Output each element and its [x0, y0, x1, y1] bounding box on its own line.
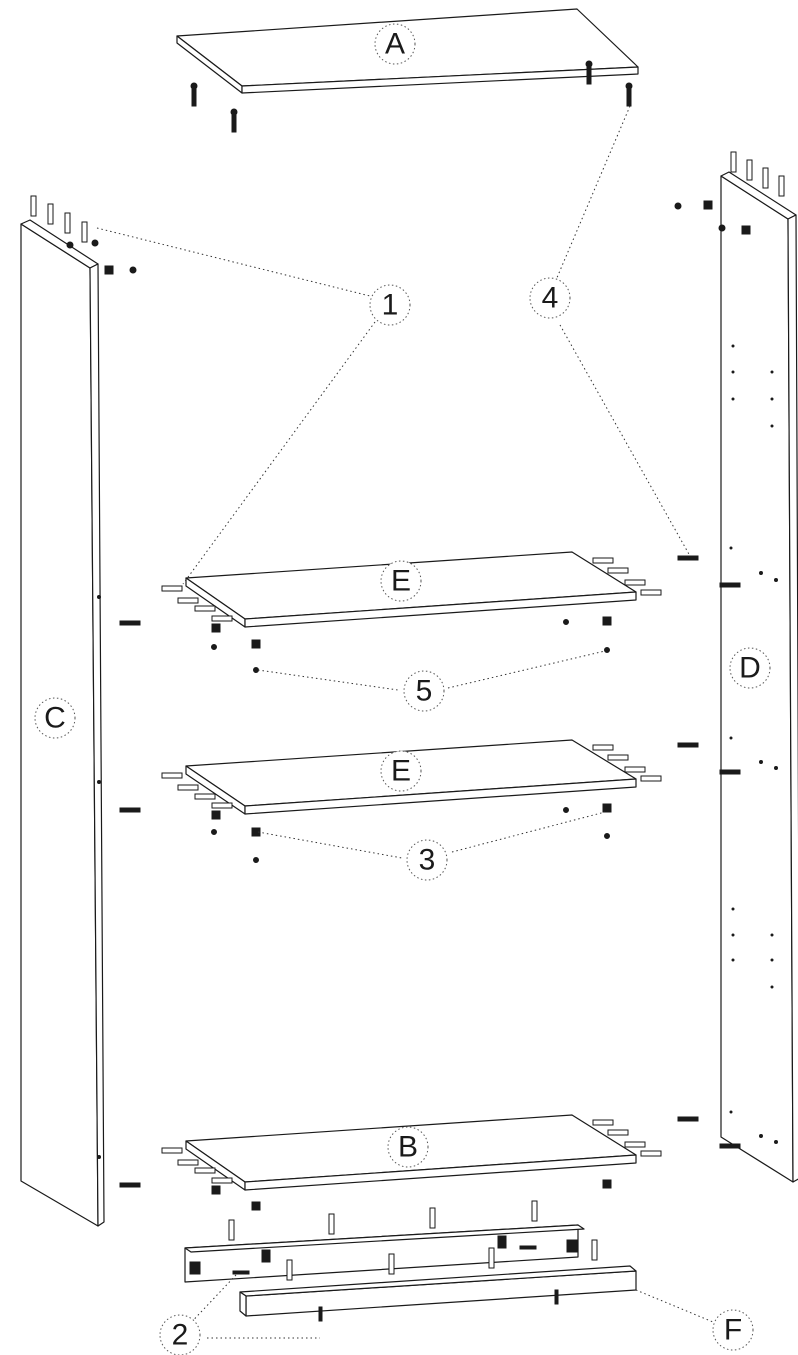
callout-5: 5 — [403, 670, 445, 712]
cam-bolt — [190, 82, 198, 107]
label-a-text: A — [385, 28, 405, 61]
cam-bolt — [230, 108, 238, 133]
label-b-text: B — [398, 1131, 418, 1164]
label-e-middle: E — [380, 750, 422, 792]
label-d-text: D — [739, 652, 761, 685]
label-c-text: C — [44, 702, 66, 735]
label-e-upper-text: E — [391, 565, 411, 598]
callout-4: 4 — [529, 277, 571, 319]
callout-2: 2 — [159, 1314, 201, 1355]
callout-4-text: 4 — [542, 282, 559, 315]
label-b: B — [387, 1126, 429, 1168]
callout-3: 3 — [406, 839, 448, 881]
label-f: F — [712, 1309, 754, 1351]
cam-bolt — [585, 60, 593, 85]
label-a: A — [374, 23, 416, 65]
right-top-dowels — [674, 151, 785, 235]
callout-5-text: 5 — [416, 675, 433, 708]
callout-2-text: 2 — [172, 1319, 189, 1352]
label-e-upper: E — [380, 560, 422, 602]
callout-3-text: 3 — [419, 844, 436, 877]
top-cam-bolts — [190, 60, 633, 133]
label-c: C — [34, 697, 76, 739]
right-side-cam-bolts — [677, 555, 741, 1149]
callout-1-text: 1 — [382, 289, 399, 322]
callout-1: 1 — [369, 284, 411, 326]
plinth-rails — [184, 1200, 598, 1283]
left-top-dowels — [30, 195, 137, 275]
label-d: D — [729, 647, 771, 689]
label-e-middle-text: E — [391, 755, 411, 788]
label-f-text: F — [724, 1314, 742, 1347]
left-side-cam-bolts — [119, 620, 141, 1188]
cam-bolt — [625, 82, 633, 107]
